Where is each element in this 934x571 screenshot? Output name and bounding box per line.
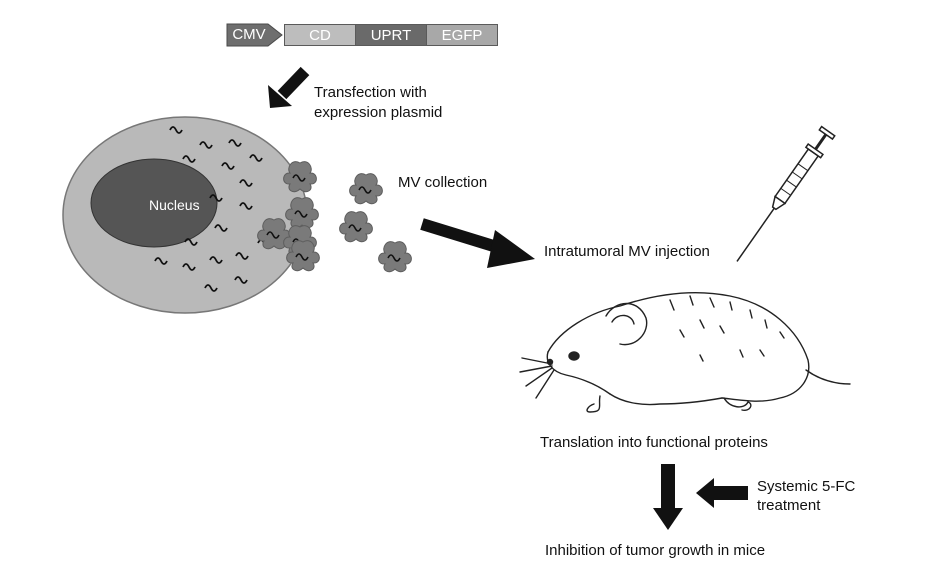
injection-arrow [420, 218, 535, 268]
treatment-arrow [696, 478, 748, 508]
down-arrow [653, 464, 683, 530]
transfection-label-line2: expression plasmid [314, 104, 443, 121]
mv-collection-label: MV collection [398, 174, 488, 191]
transfection-label-line1: Transfection with [314, 84, 427, 101]
plasmid-segment-uprt: UPRT [355, 24, 427, 46]
cmv-promoter-shape [226, 23, 283, 47]
nucleus-shape [90, 158, 218, 248]
treatment-label-line1: Systemic 5-FC [757, 478, 856, 495]
plasmid-segment-cmv: CMV [232, 26, 266, 43]
syringe-icon [736, 125, 836, 262]
plasmid-segment-egfp: EGFP [426, 24, 498, 46]
transfection-arrow [268, 66, 310, 108]
treatment-label-line2: treatment [757, 497, 821, 514]
injection-label: Intratumoral MV injection [544, 243, 710, 260]
mouse-icon [519, 292, 851, 413]
translation-label: Translation into functional proteins [540, 434, 768, 451]
inhibition-label: Inhibition of tumor growth in mice [545, 542, 766, 559]
plasmid-segment-cd: CD [284, 24, 356, 46]
nucleus-label: Nucleus [149, 197, 200, 213]
